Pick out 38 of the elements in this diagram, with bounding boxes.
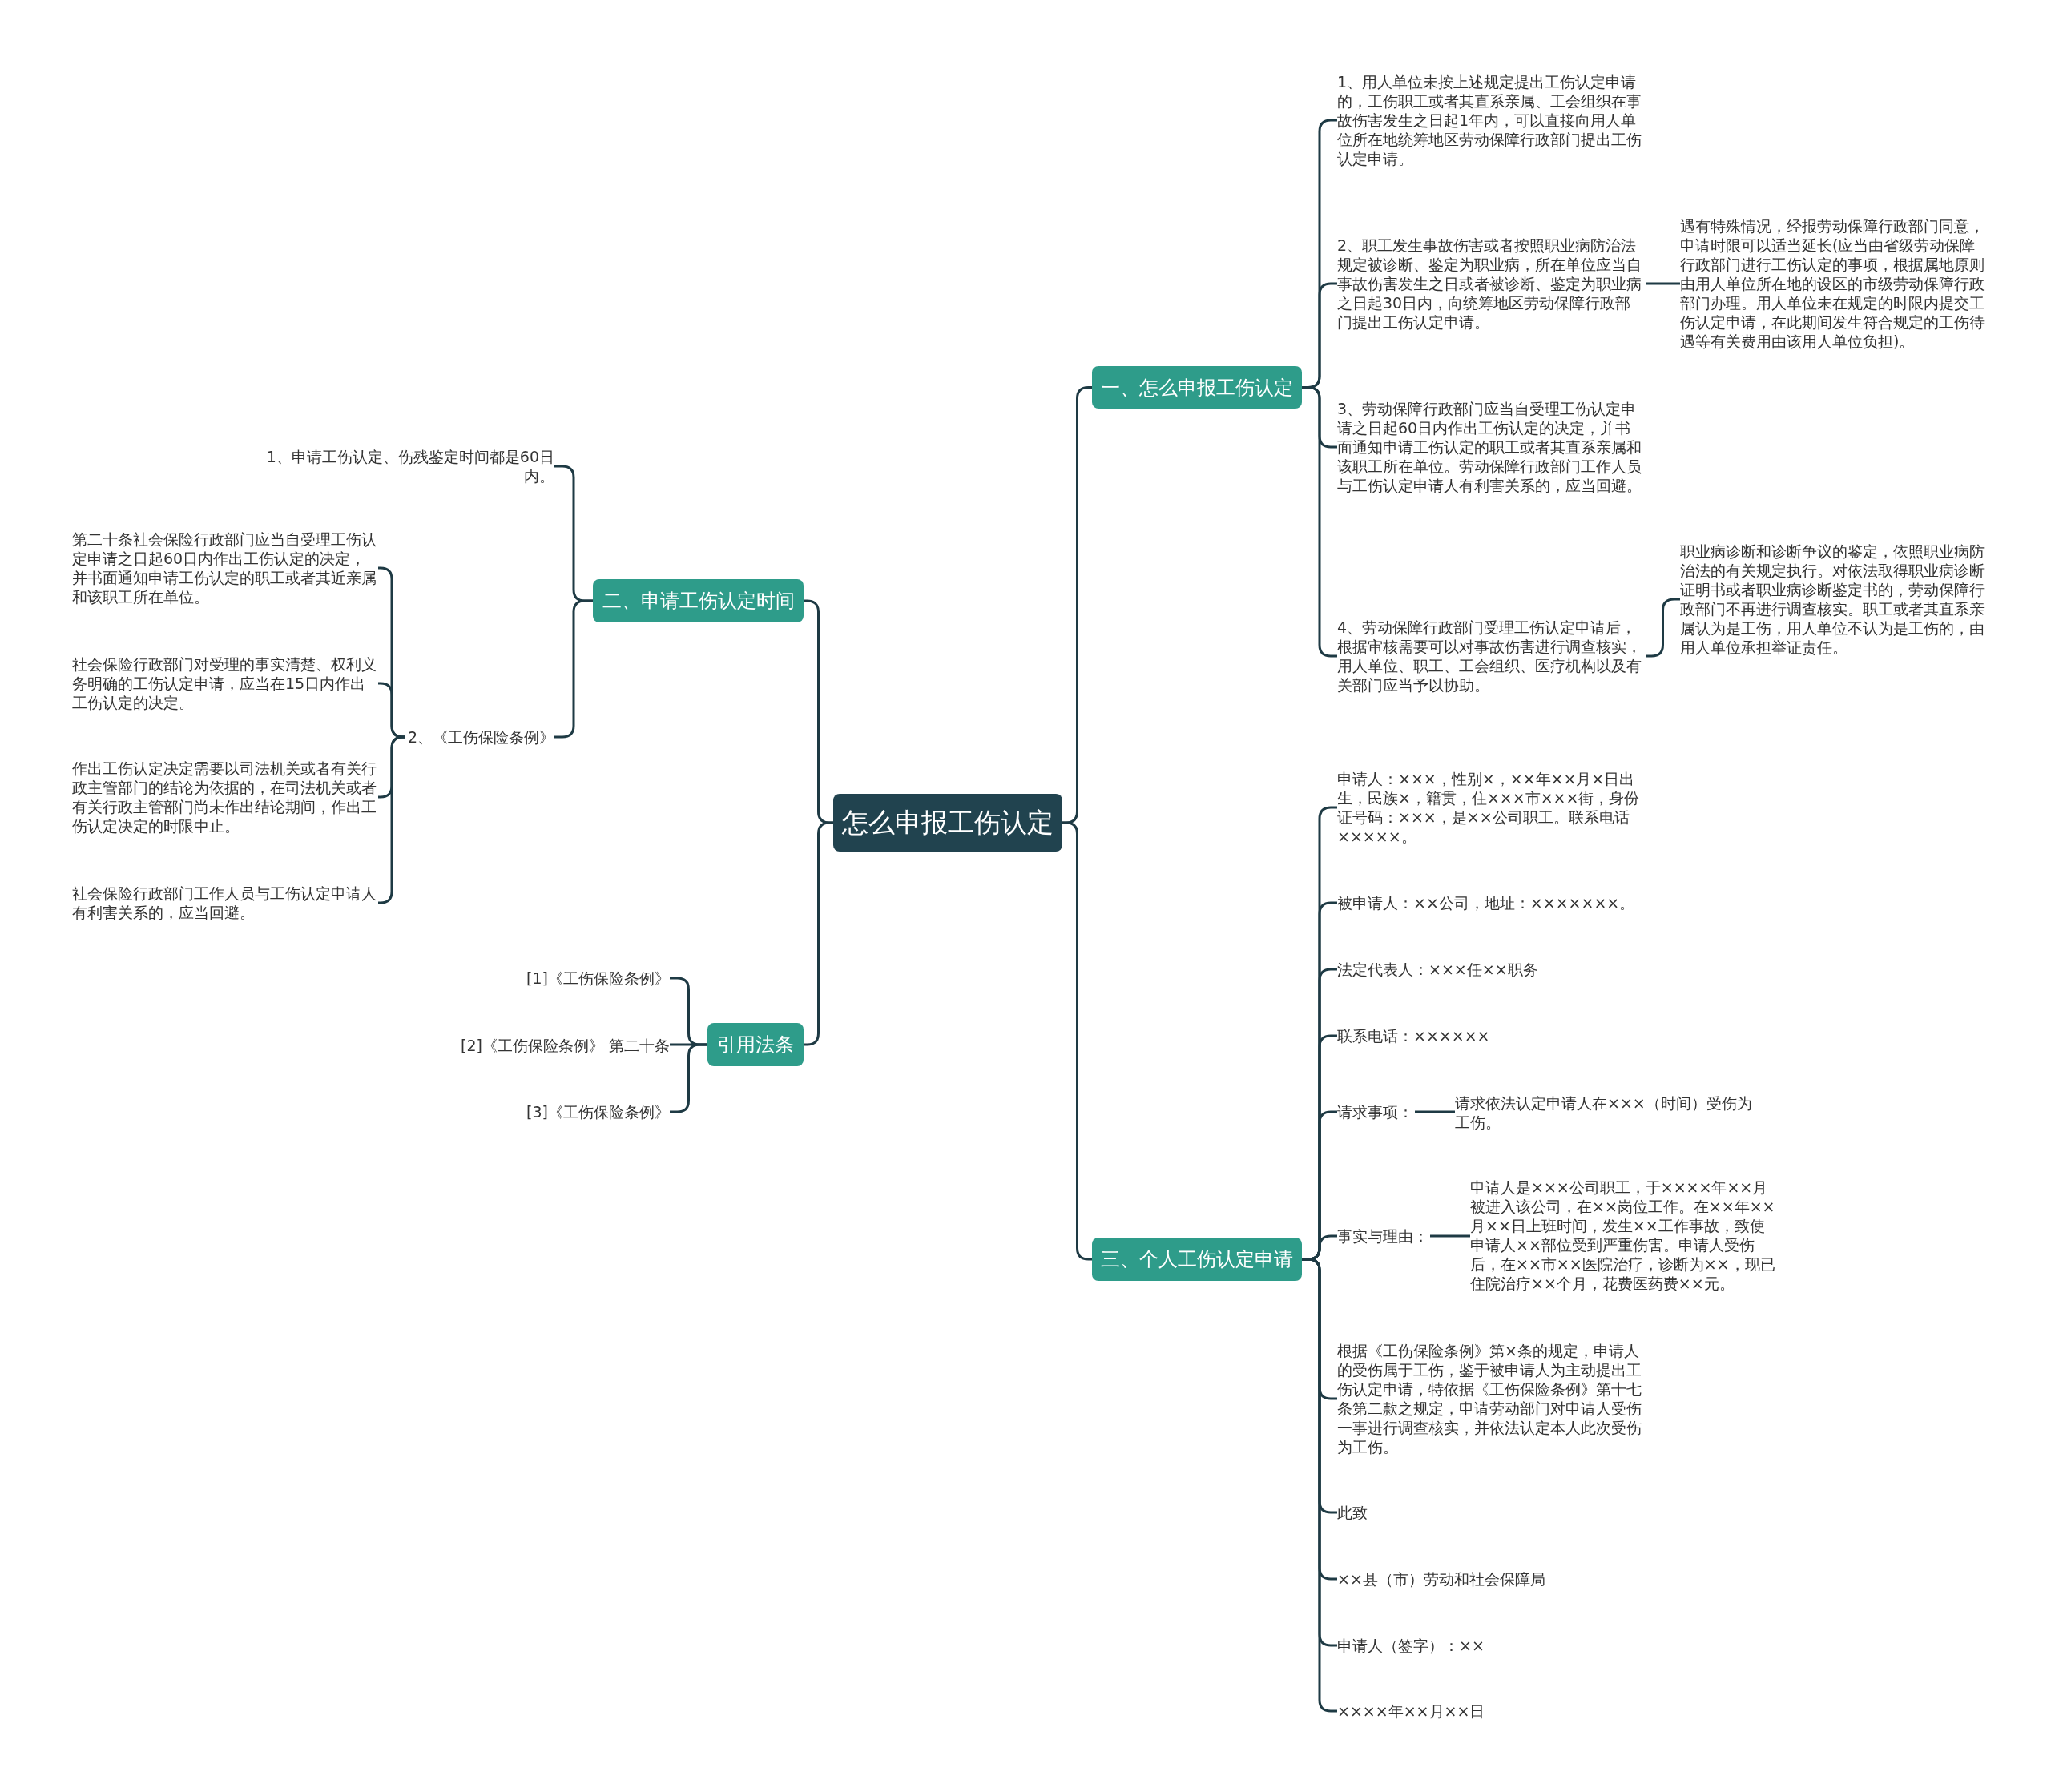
topic-text: 2、职工发生事故伤害或者按照职业病防治法规定被诊断、鉴定为职业病，所在单位应当自事故伤害发生之日或者被诊断、鉴定为职业病之日起30日内，向统筹地区劳动保障行政部门提出工伤认定申请。 [1337, 236, 1646, 332]
topic-text: 遇有特殊情况，经报劳动保障行政部门同意，申请时限可以适当延长(应当由省级劳动保障行政部门进行工伤认定的事项，根据属地原则由用人单位所在地的设区的市级劳动保障行政部门办理。用人单位未在规定的时限内提交工伤认定申请，在此期间发生符合规定的工伤待遇等有关费用由该用人单位负担)。 [1680, 216, 1989, 351]
topic-text: 法定代表人：×××任××职务 [1337, 960, 1540, 979]
topic-text: 申请人（签字）：×× [1337, 1636, 1486, 1655]
root-topic-box: 怎么申报工伤认定 [833, 794, 1062, 852]
topic-text: 社会保险行政部门工作人员与工伤认定申请人有利害关系的，应当回避。 [72, 884, 378, 922]
connector-line [378, 682, 405, 739]
topic-text: 作出工伤认定决定需要以司法机关或者有关行政主管部门的结论为依据的，在司法机关或者有关行政主管部门尚未作出结论期间，作出工伤认定决定的时限中止。 [72, 759, 378, 836]
topic-text: 申请人是×××公司职工，于××××年××月被进入该公司，在××岗位工作。在××年××月××日上班时间，发生××工作事故，致使申请人××部位受到严重伤害。申请人受伤后，在××市××医院治疗，诊断为××，现已住院治疗××个月，花费医药费××元。 [1470, 1178, 1779, 1293]
topic-text: [1]《工伤保险条例》 [525, 968, 670, 988]
topic-text: 此致 [1337, 1503, 1369, 1522]
topic-text: 申请人：×××，性别×，××年××月×日出生，民族×，籍贯，住×××市×××街，身份证号码：×××，是××公司职工。联系电话×××××。 [1337, 769, 1646, 846]
topic-text: 根据《工伤保险条例》第×条的规定，申请人的受伤属于工伤，鉴于被申请人为主动提出工伤认定申请，特依据《工伤保险条例》第十七条第二款之规定，申请劳动部门对申请人受伤一事进行调查核实，并依法认定本人此次受伤为工伤。 [1337, 1341, 1646, 1456]
topic-text: 被申请人：××公司，地址：×××××××。 [1337, 893, 1637, 912]
topic-box: 二、申请工伤认定时间 [593, 579, 804, 622]
topic-text: 2、《工伤保险条例》 [405, 727, 554, 747]
topic-text: 事实与理由： [1337, 1226, 1430, 1246]
topic-text: 1、申请工伤认定、伤残鉴定时间都是60日内。 [240, 447, 554, 485]
topic-text: 社会保险行政部门对受理的事实清楚、权利义务明确的工伤认定申请，应当在15日内作出工伤认定的决定。 [72, 654, 378, 712]
topic-text: 3、劳动保障行政部门应当自受理工伤认定申请之日起60日内作出工伤认定的决定，并书面通知申请工伤认定的职工或者其直系亲属和该职工所在单位。劳动保障行政部门工作人员与工伤认定申请人有利害关系的，应当回避。 [1337, 399, 1646, 495]
connector-line [1646, 598, 1680, 658]
topic-text: 请求事项： [1337, 1102, 1415, 1122]
topic-text: ××××年××月××日 [1337, 1701, 1487, 1721]
topic-text: ××县（市）劳动和社会保障局 [1337, 1569, 1547, 1589]
topic-box: 一、怎么申报工伤认定 [1092, 366, 1302, 409]
topic-box: 三、个人工伤认定申请 [1092, 1238, 1302, 1281]
topic-text: [3]《工伤保险条例》 [525, 1102, 670, 1122]
topic-text: 职业病诊断和诊断争议的鉴定，依照职业病防治法的有关规定执行。对依法取得职业病诊断证明书或者职业病诊断鉴定书的，劳动保障行政部门不再进行调查核实。职工或者其直系亲属认为是工伤，用人单位不认为是工伤的，由用人单位承担举证责任。 [1680, 542, 1989, 657]
topic-text: 请求依法认定申请人在×××（时间）受伤为工伤。 [1455, 1093, 1755, 1132]
topic-text: 4、劳动保障行政部门受理工伤认定申请后，根据审核需要可以对事故伤害进行调查核实，用人单位、职工、工会组织、医疗机构以及有关部门应当予以协助。 [1337, 618, 1646, 695]
connector-line [1430, 1234, 1470, 1238]
topic-text: 第二十条社会保险行政部门应当自受理工伤认定申请之日起60日内作出工伤认定的决定，并书面通知申请工伤认定的职工或者其近亲属和该职工所在单位。 [72, 530, 378, 606]
topic-text: 1、用人单位未按上述规定提出工伤认定申请的，工伤职工或者其直系亲属、工会组织在事故伤害发生之日起1年内，可以直接向用人单位所在地统筹地区劳动保障行政部门提出工伤认定申请。 [1337, 72, 1646, 168]
topic-text: 联系电话：×××××× [1337, 1026, 1492, 1045]
topic-text: [2]《工伤保险条例》 第二十条 [459, 1036, 670, 1055]
connector-line [1415, 1110, 1455, 1113]
connector-line [1646, 282, 1680, 285]
topic-box: 引用法条 [707, 1023, 804, 1066]
